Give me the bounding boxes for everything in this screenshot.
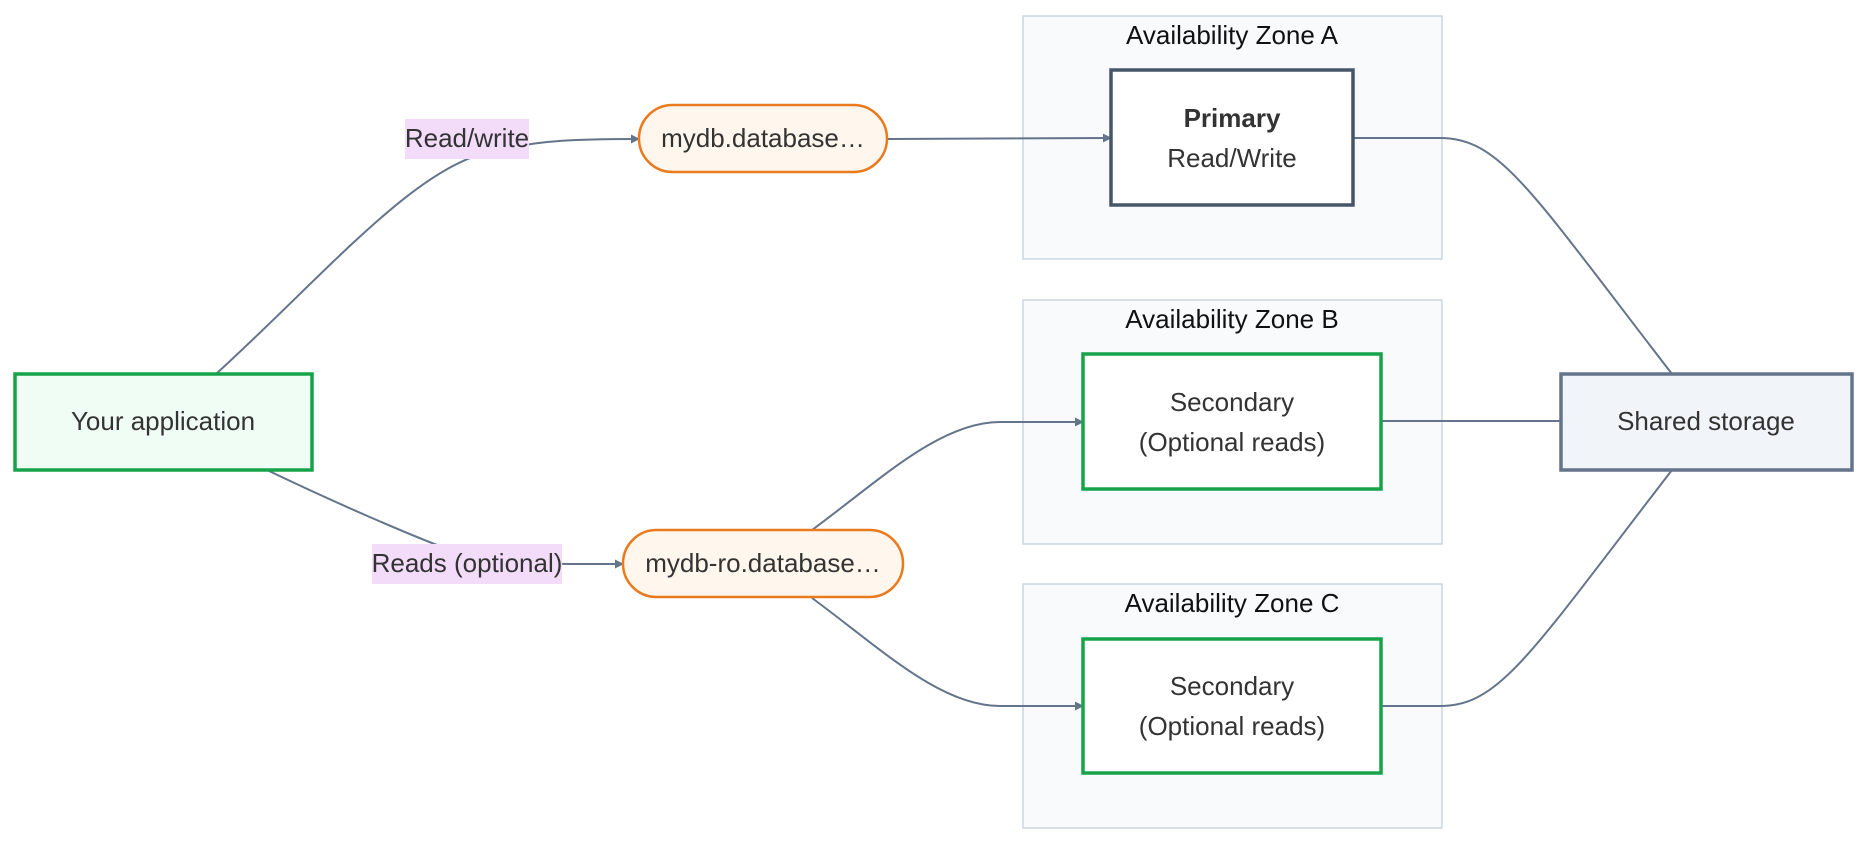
node-ro-endpoint[interactable]: mydb-ro.database… — [621, 528, 905, 599]
zone-b-title: Availability Zone B — [1125, 304, 1338, 334]
edge-label-read-write: Read/write — [405, 119, 529, 159]
edge-label-reads-optional: Reads (optional) — [372, 544, 563, 584]
edge-secondary-c-to-storage — [1381, 469, 1673, 707]
zone-a-title: Availability Zone A — [1126, 20, 1339, 50]
edge-label-reads-optional-bg — [372, 544, 562, 584]
node-your-application[interactable]: Your application — [13, 372, 314, 472]
edge-primary-to-storage — [1353, 137, 1673, 375]
primary-box[interactable] — [1109, 68, 1355, 207]
rw-endpoint-label: mydb.database… — [661, 123, 865, 153]
secondary-b-line2: (Optional reads) — [1139, 427, 1325, 457]
node-rw-endpoint[interactable]: mydb.database… — [637, 103, 889, 174]
rw-endpoint-pill[interactable] — [637, 103, 889, 174]
ro-endpoint-pill[interactable] — [621, 528, 905, 599]
node-primary[interactable]: Primary Read/Write — [1109, 68, 1355, 207]
node-secondary-c[interactable]: Secondary (Optional reads) — [1081, 637, 1383, 775]
edge-label-reads-optional-text: Reads (optional) — [372, 548, 563, 578]
secondary-c-box[interactable] — [1081, 637, 1383, 775]
edge-label-read-write-bg — [405, 119, 529, 159]
zone-c-title: Availability Zone C — [1125, 588, 1340, 618]
ro-endpoint-label: mydb-ro.database… — [645, 548, 881, 578]
node-shared-storage[interactable]: Shared storage — [1559, 372, 1854, 472]
node-secondary-b[interactable]: Secondary (Optional reads) — [1081, 352, 1383, 491]
primary-title: Primary — [1184, 103, 1281, 133]
secondary-b-line1: Secondary — [1170, 387, 1294, 417]
secondary-c-line2: (Optional reads) — [1139, 711, 1325, 741]
your-application-box[interactable] — [13, 372, 314, 472]
primary-subtitle: Read/Write — [1167, 143, 1297, 173]
edge-label-read-write-text: Read/write — [405, 123, 529, 153]
edge-app-to-rw-endpoint — [215, 134, 640, 375]
shared-storage-label: Shared storage — [1617, 406, 1795, 436]
your-application-label: Your application — [71, 406, 255, 436]
secondary-c-line1: Secondary — [1170, 671, 1294, 701]
edge-ro-endpoint-to-secondary-b — [811, 417, 1084, 531]
edge-rw-endpoint-to-primary — [886, 133, 1112, 143]
edge-ro-endpoint-to-secondary-c — [811, 597, 1084, 711]
shared-storage-box[interactable] — [1559, 372, 1854, 472]
secondary-b-box[interactable] — [1081, 352, 1383, 491]
